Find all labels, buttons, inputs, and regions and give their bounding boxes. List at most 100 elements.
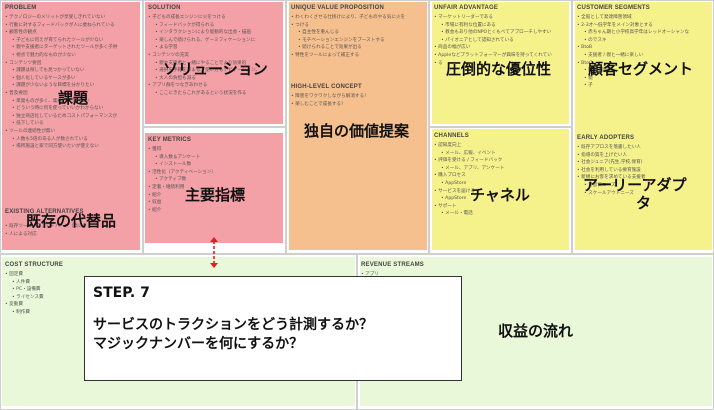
list-item: メール・電話 (434, 210, 504, 218)
list-item: 購入プロセス (434, 172, 504, 180)
list-item: アプリ群をつなぎあわせる (148, 82, 260, 90)
channels-list: 認知度向上メール、広報、イベント評価を受ける / フィードバックメール、アプリ、… (434, 142, 504, 218)
channels-header: CHANNELS (434, 133, 469, 139)
list-item: 赤ちゃん期と小学校高学年はレッドオーシャンな (577, 29, 689, 37)
list-item: メール、広報、イベント (434, 150, 504, 158)
unfair-advantage-list: マーケットリーダーである市場に有利な位置にある教会もあり他のNPOとくもベてアプ… (434, 14, 552, 67)
list-item: 支援者 / 親と一緒に楽しい (577, 52, 689, 60)
list-item: BtoC (577, 60, 689, 68)
list-item: 独立商店化しているためコストパフォーマンスが (5, 113, 117, 121)
list-item: 定着・継続利用 (148, 184, 216, 192)
high-level-concept-list: 障害をワクワクしながら解消する！楽しむことで成長する！ (291, 93, 369, 108)
customer-segments-list: 全般として発達障害領域2-3才〜低学年をメイン対象とする赤ちゃん期と小学校高学年… (577, 14, 689, 90)
early-adopters-label-2: タ (636, 194, 652, 212)
list-item: よる学習 (148, 44, 260, 52)
list-item: 楽しむことで成長する！ (291, 101, 369, 109)
step-question-line2: マジックナンバーを何にするか？ (93, 336, 304, 352)
list-item: 個人化しているケースが多い (5, 75, 117, 83)
list-item: 課題は探しても見つかっていない (5, 67, 117, 75)
list-item: 商品の幅が広い (434, 44, 552, 52)
cost-structure-list: 固定費人件費PC・設備費ライセンス費変動費制作費 (5, 271, 44, 317)
step-title: STEP. 7 (93, 285, 150, 301)
list-item: 意思伝ニーズ (577, 182, 646, 190)
list-item: 社会ジュニア(先生,学校,保育) (577, 159, 646, 167)
list-item: 変動費 (5, 301, 44, 309)
early-adopters-label-1: アーリーアダプ (583, 176, 687, 194)
high-level-concept-header: HIGH-LEVEL CONCEPT (291, 84, 362, 90)
list-item: 子どもに何えが育てられたツールが少ない (5, 37, 117, 45)
double-arrow-icon (210, 237, 218, 268)
list-item: ツールの連続性が無い (5, 128, 117, 136)
list-item: AppStore (434, 180, 504, 188)
list-item: 親や支援者にターゲットされたツールが多く子供 (5, 44, 117, 52)
list-item: 親 (577, 75, 689, 83)
revenue-streams-label: 収益の流れ (498, 322, 574, 340)
list-item: 続けられることで効果が出る (291, 44, 405, 52)
list-item: 既存アプロスを落書したい人 (577, 144, 646, 152)
problem-label: 課題 (58, 89, 89, 107)
list-item: 特性をツールによって補正する (291, 52, 405, 60)
list-item: フィードバックが得られる (148, 22, 260, 30)
list-item: 新規にお客を求めている支援者 (577, 174, 645, 182)
early-adopters-header: EARLY ADOPTERS (577, 135, 635, 141)
list-item: 獲得 (148, 146, 216, 154)
list-item: コンテンツの充実 (148, 52, 260, 60)
early-adopters-list: 既存アプロスを落書したい人指導の質を上げたい人社会ジュニア(先生,学校,保育)社… (577, 144, 646, 197)
list-item: インタラクションにより能動的な出会・描画 (148, 29, 260, 37)
list-item: 課題が少ないような目標を分かりたい (5, 82, 117, 90)
list-item: る (434, 60, 552, 68)
list-item: 自主性を重んじる (291, 29, 405, 37)
list-item: マーケットリーダーである (434, 14, 552, 22)
list-item: 教会もあり他のNPOとくもベてアプローチしやすい (434, 29, 552, 37)
list-item: 視点で魅力的なものが少ない (5, 52, 117, 60)
key-metrics-label: 主要指標 (185, 186, 246, 204)
list-item: ライセンス費 (5, 294, 43, 302)
list-item: どういう時に何を使っていいかわからない (5, 105, 117, 113)
list-item: 行動に対するフィードバックが人に委ねられている (5, 22, 117, 30)
list-item: 障害をワクワクしながら解消する！ (291, 93, 369, 101)
list-item: 子どもの成長エンジンに火をつける (148, 14, 260, 22)
list-item: 普及要因 (5, 90, 117, 98)
list-item: 指導の質を上げたい人 (577, 152, 646, 160)
list-item: テクノロジーのメリットが享受しきれていない (5, 14, 117, 22)
list-item: 低下している (5, 120, 117, 128)
uvp-label: 独自の価値提案 (304, 122, 410, 140)
list-item: 評価を受ける / フィードバック (434, 157, 504, 165)
list-item: 顧客性の観点 (5, 29, 117, 37)
step-question-line1: サービスのトラクションをどう計測するか？ (93, 317, 373, 333)
list-item: アクティブ数 (148, 176, 216, 184)
channels-label: チャネル (470, 186, 530, 204)
list-item: 活性化（アクティベーション） (148, 169, 216, 177)
list-item: 人数も5倍のある人が数されている (5, 136, 117, 144)
list-item: 人件費 (5, 279, 44, 287)
customer-segments-header: CUSTOMER SEGMENTS (577, 5, 650, 11)
list-item: 大人の負担も減る (148, 75, 260, 83)
list-item: 子 (577, 82, 689, 90)
list-item: 場所施設と家で同方使いたいが使えない (5, 143, 117, 151)
list-item: AppStore (434, 195, 504, 203)
existing-alternatives-header: EXISTING ALTERNATIVES (5, 209, 84, 215)
list-item: インストール数 (148, 161, 216, 169)
list-item: 国内 / 国外 (577, 67, 689, 75)
solution-label: ソリューション (163, 60, 268, 78)
list-item: 親や支援者と一緒にやることでより効果的 (148, 60, 260, 68)
list-item: 選択を手軽を深まる。使い方もナビゲーション。 (148, 67, 260, 75)
list-item: パイオニアとして認知されている (434, 37, 552, 45)
list-item: コンテンツ要因 (5, 60, 117, 68)
list-item: 全般として発達障害領域 (577, 14, 689, 22)
list-item: メール、アプリ、アンケート (434, 165, 504, 173)
list-item: 導入数＆アンケート (148, 154, 216, 162)
list-item: 紹介 (148, 207, 216, 215)
list-item: PC・設備費 (5, 286, 44, 294)
list-item: アプリ (361, 271, 441, 279)
existing-alternatives-list: 既存ツール・アプリ・ハード（高い）人による対応 (5, 223, 87, 238)
key-metrics-header: KEY METRICS (148, 137, 192, 143)
problem-list: テクノロジーのメリットが享受しきれていない行動に対するフィードバックが人に委ねら… (5, 14, 117, 151)
unfair-advantage-label: 圧倒的な優位性 (446, 60, 552, 78)
cost-structure-header: COST STRUCTURE (5, 262, 64, 268)
list-item: 市場に有利な位置にある (434, 22, 552, 30)
list-item: 制作費 (5, 309, 44, 317)
list-item: 認知度向上 (434, 142, 504, 150)
revenue-streams-header: REVENUE STREAMS (361, 262, 425, 268)
list-item: サービスを届ける (434, 188, 504, 196)
